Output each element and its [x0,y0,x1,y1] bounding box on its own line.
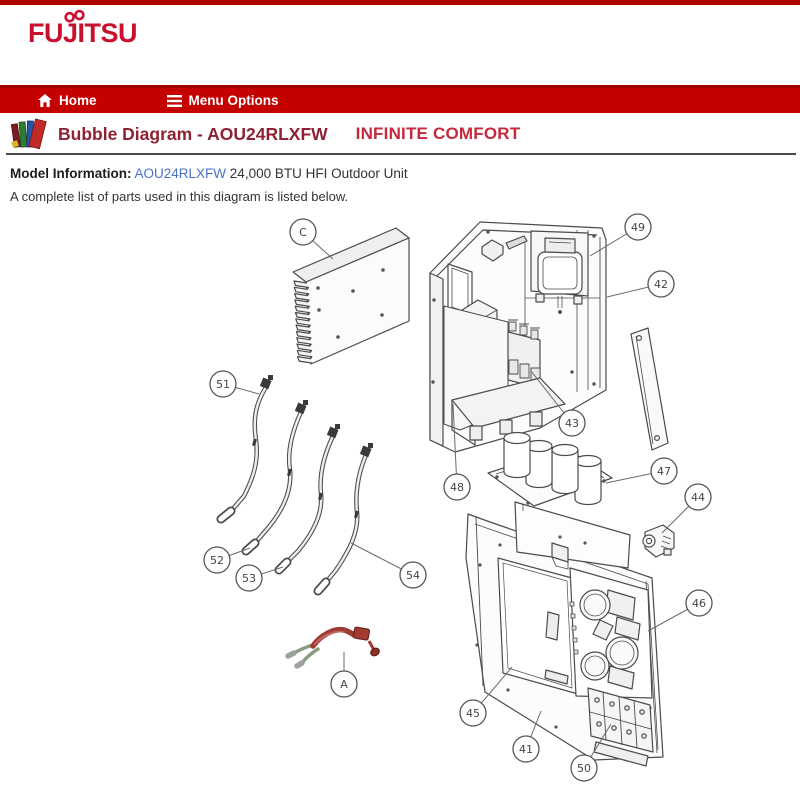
bubble-C[interactable] [289,218,317,246]
bubble-51[interactable] [209,370,237,398]
bubble-41[interactable] [512,735,540,763]
bubble-45[interactable] [459,699,487,727]
title-rule [6,153,796,155]
home-icon [38,94,52,107]
bubble-44[interactable] [684,483,712,511]
bubble-52[interactable] [203,546,231,574]
model-info-label: Model Information: [10,166,132,181]
part-44-component [642,524,675,558]
part-bracket-strip [630,327,669,451]
bubble-A[interactable] [330,670,358,698]
tagline: INFINITE COMFORT [355,124,521,143]
nav-item-home-label: Home [59,93,97,108]
bubble-54[interactable] [399,561,427,589]
parts-note: A complete list of parts used in this di… [10,189,349,204]
part-thermistor-wires [216,375,373,596]
bubble-47[interactable] [650,457,678,485]
part-a-wire-harness [285,626,380,669]
fujitsu-logo[interactable]: FUJITSU [28,9,138,49]
bubble-42[interactable] [647,270,675,298]
title-row: Bubble Diagram - AOU24RLXFW INFINITE COM… [10,116,520,152]
nav-item-home[interactable]: Home [38,93,97,108]
top-strip [0,0,800,5]
menu-icon [166,94,182,107]
bubble-50[interactable] [570,754,598,782]
infinity-swirl-icon [64,9,85,23]
bubble-46[interactable] [685,589,713,617]
bubble-43[interactable] [558,409,586,437]
part-lower-assembly [465,501,664,767]
bubble-53[interactable] [235,564,263,592]
model-link[interactable]: AOU24RLXFW [134,166,227,181]
model-description: 24,000 BTU HFI Outdoor Unit [226,166,408,181]
bubble-49[interactable] [624,213,652,241]
nav-bar: Home Menu Options [0,85,800,113]
fujitsu-logo-text: FUJITSU [28,18,138,48]
part-heatsink [292,227,410,365]
part-capacitor-plate [487,431,613,507]
books-icon [10,118,47,150]
model-info-line: Model Information: AOU24RLXFW 24,000 BTU… [10,166,408,181]
bubble-48[interactable] [443,473,471,501]
page-title: Bubble Diagram - AOU24RLXFW [58,123,328,144]
nav-item-menu-options[interactable]: Menu Options [166,93,279,108]
nav-item-menu-options-label: Menu Options [188,93,279,108]
